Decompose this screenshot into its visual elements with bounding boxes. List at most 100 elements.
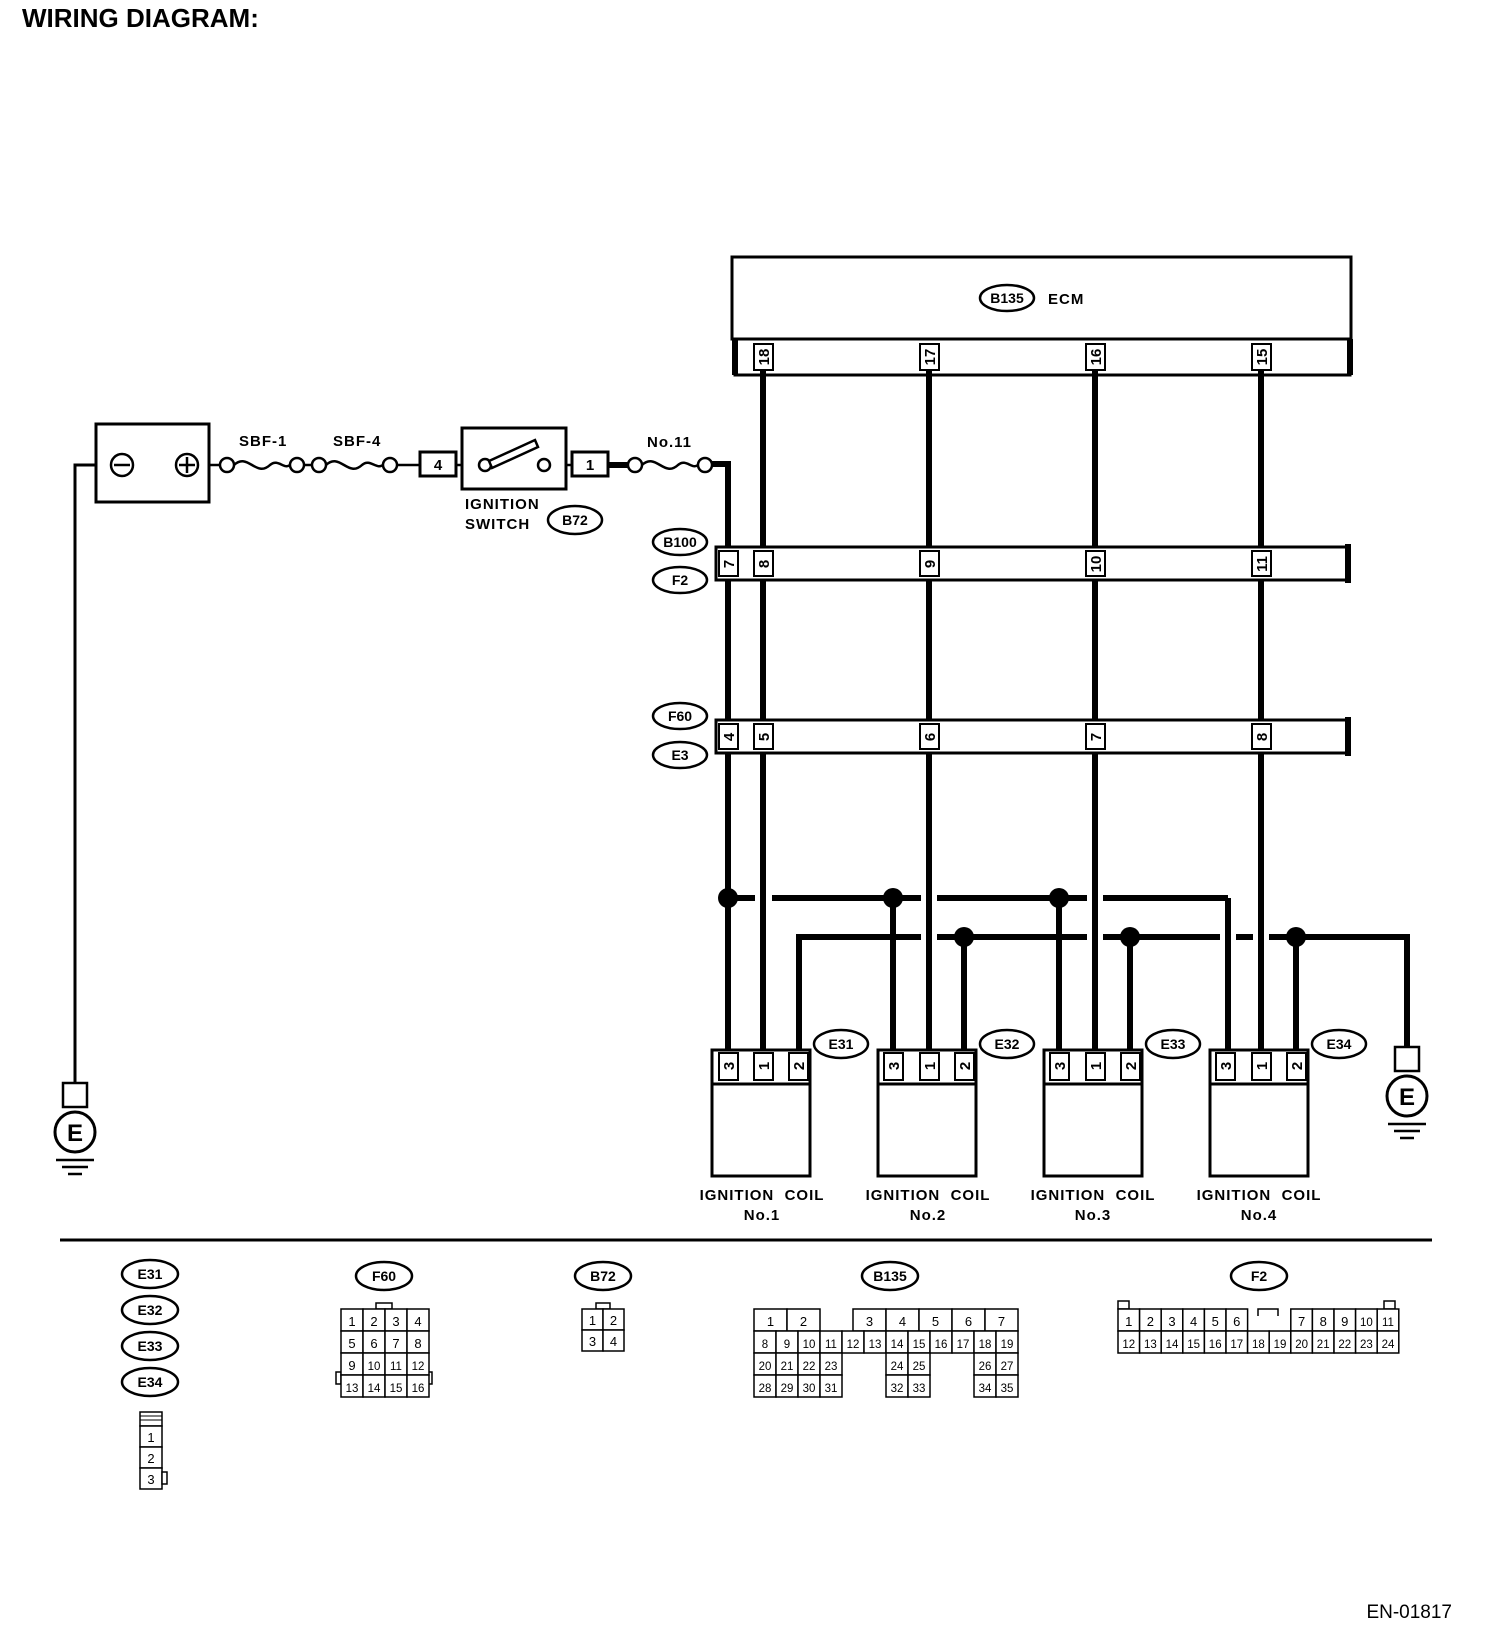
connector-pin-number: 2 <box>1147 1314 1154 1329</box>
fuse-no11 <box>608 456 714 474</box>
connector-pin-number: 16 <box>935 1339 948 1351</box>
battery-ground-wire <box>73 463 96 1083</box>
connector-f2-code: F2 <box>672 572 689 588</box>
svg-text:5: 5 <box>756 733 773 741</box>
coil-3-number: No.3 <box>1075 1207 1112 1224</box>
svg-text:2: 2 <box>957 1062 974 1070</box>
ignition-coil-3: 3 1 2 E33 IGNITION COIL No.3 <box>1031 1028 1202 1224</box>
connector-pin-number: 11 <box>825 1339 837 1351</box>
vertical-redraw <box>760 885 1264 950</box>
signal-wires <box>700 370 1410 1050</box>
fuse-no11-label: No.11 <box>647 434 692 451</box>
connector-pin-number: 2 <box>370 1314 377 1329</box>
connector-pin-number: 14 <box>891 1339 904 1351</box>
ecm-code-label: B135 <box>990 290 1024 306</box>
svg-text:15: 15 <box>1254 349 1271 366</box>
connector-pin-number: 12 <box>412 1361 425 1373</box>
coil-4-number: No.4 <box>1241 1207 1278 1224</box>
connector-pin-number: 4 <box>899 1314 906 1329</box>
coil-4-label: IGNITION COIL <box>1197 1187 1322 1204</box>
ignition-switch-code: B72 <box>562 512 588 528</box>
connector-pin-cell <box>819 1374 843 1398</box>
connector-pin-number: 10 <box>803 1339 816 1351</box>
svg-text:F60: F60 <box>372 1268 396 1284</box>
connector-e3-code: E3 <box>671 747 688 763</box>
b100-pin-7: 7 <box>718 550 739 577</box>
svg-text:E: E <box>1399 1084 1415 1111</box>
connector-pin-number: 35 <box>1001 1383 1014 1395</box>
svg-text:3: 3 <box>1052 1062 1069 1070</box>
svg-text:8: 8 <box>756 560 773 568</box>
connector-pin-number: 7 <box>1298 1314 1305 1329</box>
connector-pin-number: 13 <box>1144 1339 1157 1351</box>
connector-pin-number: 1 <box>589 1313 596 1328</box>
connector-pin-number: 25 <box>913 1361 926 1373</box>
connector-pin-number: 10 <box>368 1361 381 1373</box>
svg-text:1: 1 <box>756 1062 773 1070</box>
connector-pin-number: 23 <box>1360 1339 1373 1351</box>
svg-text:3: 3 <box>1218 1062 1235 1070</box>
svg-text:10: 10 <box>1088 556 1105 573</box>
f60-pin-7: 7 <box>1085 723 1106 750</box>
connector-pin-number: 10 <box>1360 1317 1373 1329</box>
connector-pin-number: 3 <box>589 1334 596 1349</box>
fuse-sbf1-label: SBF-1 <box>239 433 287 450</box>
ignition-coil-2: 3 1 2 E32 IGNITION COIL No.2 <box>866 1028 1036 1224</box>
svg-text:B135: B135 <box>873 1268 907 1284</box>
connector-pin-cell <box>995 1374 1019 1398</box>
connector-pin-number: 4 <box>414 1314 421 1329</box>
connector-pin-number: 11 <box>1382 1317 1394 1329</box>
svg-text:1: 1 <box>922 1062 939 1070</box>
diagram-title: WIRING DIAGRAM: <box>22 3 259 33</box>
svg-text:4: 4 <box>721 732 738 741</box>
b100-pin-8: 8 <box>753 550 774 577</box>
svg-text:3: 3 <box>147 1472 154 1487</box>
connector-pin-number: 5 <box>932 1314 939 1329</box>
connector-pin-number: 9 <box>784 1339 790 1351</box>
wire-crossing-redraw <box>760 880 1264 955</box>
connector-pin-number: 32 <box>891 1383 904 1395</box>
connector-pin-number: 3 <box>392 1314 399 1329</box>
ecm-pin-15: 15 <box>1251 343 1272 371</box>
ecm-pin-18: 18 <box>753 343 774 371</box>
svg-text:E32: E32 <box>138 1302 163 1318</box>
svg-text:2: 2 <box>1123 1062 1140 1070</box>
coil-2-label: IGNITION COIL <box>866 1187 991 1204</box>
legend-coil-connector: E31 E32 E33 E34 1 2 3 <box>120 1258 180 1490</box>
connector-pin-number: 1 <box>767 1314 774 1329</box>
connector-pin-number: 16 <box>412 1383 425 1395</box>
svg-text:8: 8 <box>1254 733 1271 741</box>
connector-pin-number: 3 <box>1168 1314 1175 1329</box>
ignition-switch-pin-out: 1 <box>586 457 594 474</box>
f60-pin-4: 4 <box>718 723 739 750</box>
connector-pin-number: 20 <box>1295 1339 1308 1351</box>
connector-pin-number: 8 <box>1320 1314 1327 1329</box>
connector-pin-number: 27 <box>1001 1361 1014 1373</box>
b100-pin-11: 11 <box>1251 550 1272 577</box>
connector-pin-number: 28 <box>759 1383 772 1395</box>
connector-pin-number: 14 <box>368 1383 381 1395</box>
fuse-wiring <box>209 456 420 474</box>
connector-pin-number: 31 <box>825 1383 838 1395</box>
f60-pin-6: 6 <box>919 723 940 750</box>
connector-pin-number: 12 <box>1122 1339 1135 1351</box>
connector-pin-cell <box>907 1374 931 1398</box>
connector-pin-number: 29 <box>781 1383 794 1395</box>
connector-pin-number: 24 <box>891 1361 904 1373</box>
connector-pin-number: 4 <box>610 1334 617 1349</box>
connector-pin-number: 22 <box>803 1361 816 1373</box>
connector-pin-cell <box>602 1329 625 1352</box>
battery <box>94 422 211 504</box>
connector-pin-number: 33 <box>913 1383 926 1395</box>
wire-crossing-gaps <box>770 891 1256 944</box>
connector-pin-number: 14 <box>1166 1339 1179 1351</box>
connector-pin-number: 19 <box>1274 1339 1287 1351</box>
connector-pin-number: 18 <box>1252 1339 1265 1351</box>
svg-text:E34: E34 <box>138 1374 163 1390</box>
svg-text:2: 2 <box>147 1451 154 1466</box>
connector-pin-number: 9 <box>348 1358 355 1373</box>
coil-4-code: E34 <box>1327 1036 1352 1052</box>
